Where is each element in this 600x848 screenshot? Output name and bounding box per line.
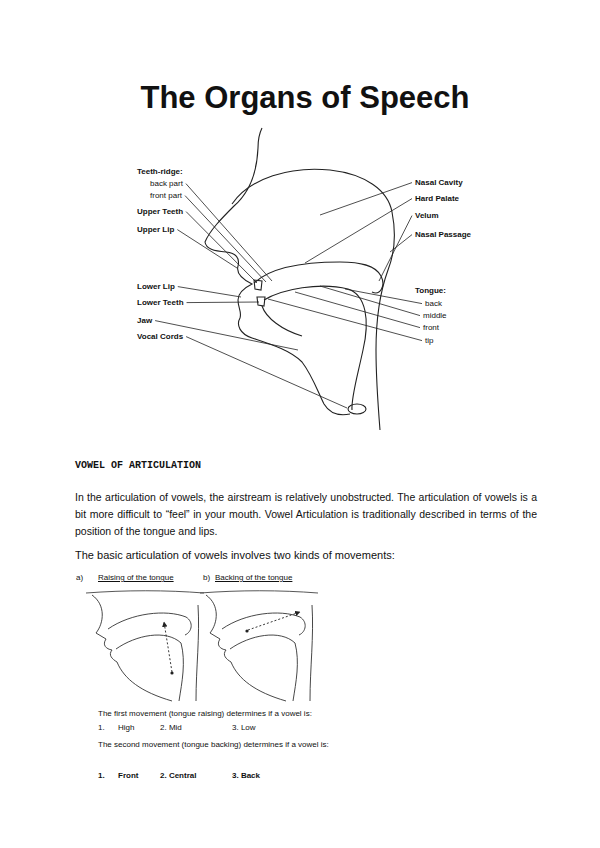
face-outline: [205, 148, 350, 415]
list-marker: b): [203, 573, 210, 582]
part-label: Teeth-ridge:: [137, 167, 183, 176]
part-label: Nasal Passage: [415, 230, 471, 239]
leader-line: [178, 287, 241, 297]
raising-arrow: [164, 622, 172, 672]
leader-line: [186, 184, 272, 281]
part-label: back part: [150, 179, 183, 188]
page-title: The Organs of Speech: [5, 80, 600, 116]
nasal-cavity-and-pharynx: [232, 169, 394, 430]
part-label: middle: [423, 311, 447, 320]
leader-line: [390, 235, 412, 252]
leader-line: [295, 292, 420, 328]
part-label: Lower Teeth: [137, 298, 184, 307]
part-label: tip: [425, 336, 433, 345]
body-text: The basic articulation of vowels involve…: [75, 549, 395, 562]
part-label: Velum: [415, 211, 439, 220]
leader-line: [268, 299, 422, 341]
part-label: Vocal Cords: [137, 332, 183, 341]
arrow-dot: [245, 629, 248, 632]
sketch-caption: Backing of the tongue: [215, 573, 292, 582]
body-text: The second movement (tongue backing) det…: [98, 740, 329, 749]
part-label: Hard Palate: [415, 194, 459, 203]
part-label: front: [423, 323, 439, 332]
sketch-raising: [86, 591, 204, 701]
head-diagram: [205, 128, 394, 430]
leader-line: [186, 212, 257, 283]
forehead-line: [258, 128, 262, 148]
hard-palate-and-velum: [254, 262, 383, 293]
section-heading: VOWEL OF ARTICULATION: [75, 460, 201, 472]
list-item: 3. Back: [232, 771, 260, 780]
leader-line: [305, 199, 412, 263]
leader-line: [320, 183, 412, 215]
leader-line: [185, 196, 266, 282]
list-item: 3. Low: [232, 723, 256, 732]
part-label: Nasal Cavity: [415, 178, 463, 187]
list-marker: 1.: [98, 771, 105, 780]
leader-line: [320, 286, 420, 316]
leader-line: [187, 302, 259, 304]
part-label: Upper Teeth: [137, 207, 183, 216]
list-item: High: [118, 723, 134, 732]
tongue-outline: [264, 286, 366, 410]
floor-of-mouth: [262, 306, 302, 336]
part-label: Upper Lip: [137, 225, 174, 234]
leader-line: [379, 216, 412, 281]
list-item: 2. Mid: [160, 723, 182, 732]
part-label: front part: [150, 191, 182, 200]
part-label: back: [425, 299, 442, 308]
arrow-dot: [170, 671, 173, 674]
sketch-backing: [200, 591, 318, 701]
list-marker: a): [76, 573, 83, 582]
part-label: Jaw: [137, 316, 152, 325]
backing-arrow: [248, 612, 300, 630]
part-label: Tongue:: [415, 286, 446, 295]
sketch-caption: Raising of the tongue: [98, 573, 174, 582]
list-marker: 1.: [98, 723, 105, 732]
vocal-cords: [348, 404, 366, 414]
lower-teeth: [257, 297, 265, 306]
leader-line: [345, 289, 422, 304]
list-item: Front: [118, 771, 138, 780]
leader-line: [186, 337, 347, 408]
part-label: Lower Lip: [137, 282, 175, 291]
body-text: The first movement (tongue raising) dete…: [98, 709, 312, 718]
list-item: 2. Central: [160, 771, 196, 780]
leader-line: [177, 230, 237, 268]
leader-lines: [155, 183, 422, 408]
body-paragraph: In the articulation of vowels, the airst…: [75, 489, 537, 539]
